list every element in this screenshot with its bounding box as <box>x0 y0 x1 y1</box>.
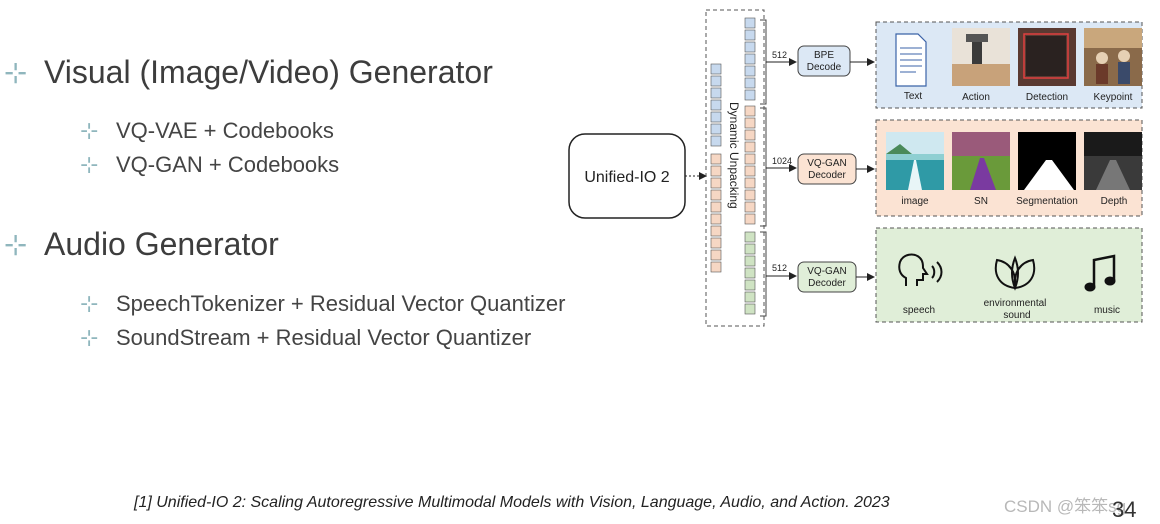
cross-bullet-icon: ⊹ <box>80 118 99 144</box>
action-thumbnail <box>952 28 1010 86</box>
svg-text:image: image <box>901 196 929 207</box>
leaf-icon <box>994 255 1036 291</box>
detection-thumbnail <box>1018 28 1076 86</box>
keypoint-thumbnail <box>1084 28 1142 86</box>
image-thumbnail <box>886 132 944 190</box>
svg-text:Decode: Decode <box>807 62 842 73</box>
unpacking-label: Dynamic Unpacking <box>727 102 741 209</box>
sub-bullet-text: VQ-VAE + Codebooks <box>116 118 334 143</box>
sub-bullet: ⊹ SpeechTokenizer + Residual Vector Quan… <box>80 291 565 317</box>
sub-bullet: ⊹ VQ-GAN + Codebooks <box>80 152 339 178</box>
token-column-right <box>744 17 756 315</box>
document-icon <box>895 33 927 87</box>
cross-bullet-icon: ⊹ <box>80 325 99 351</box>
watermark: CSDN @笨笨sg <box>1004 497 1127 516</box>
bullet-visual: ⊹ Visual (Image/Video) Generator <box>4 54 493 91</box>
segmentation-thumbnail <box>1018 132 1076 190</box>
sub-bullet-text: SpeechTokenizer + Residual Vector Quanti… <box>116 291 566 316</box>
sub-bullet-text: VQ-GAN + Codebooks <box>116 152 340 177</box>
svg-text:Depth: Depth <box>1101 196 1128 207</box>
svg-text:Text: Text <box>904 91 923 102</box>
svg-text:SN: SN <box>974 196 988 207</box>
svg-text:music: music <box>1094 305 1120 316</box>
svg-text:Decoder: Decoder <box>808 278 846 289</box>
token-column-left <box>710 63 722 273</box>
cross-bullet-icon: ⊹ <box>4 228 28 261</box>
music-icon <box>1084 254 1116 292</box>
sub-bullet-text: SoundStream + Residual Vector Quantizer <box>116 325 532 350</box>
svg-text:BPE: BPE <box>814 50 834 61</box>
bullet-visual-title: Visual (Image/Video) Generator <box>44 54 493 90</box>
depth-thumbnail <box>1084 132 1142 190</box>
dim-label: 512 <box>772 50 787 60</box>
bracket-blue <box>760 19 767 105</box>
bpe-decoder-box <box>797 45 851 77</box>
sub-bullet: ⊹ SoundStream + Residual Vector Quantize… <box>80 325 531 351</box>
svg-text:VQ-GAN: VQ-GAN <box>807 266 846 277</box>
cross-bullet-icon: ⊹ <box>4 56 28 89</box>
svg-text:Action: Action <box>962 92 990 103</box>
bullet-audio-title: Audio Generator <box>44 226 279 262</box>
unified-io-diagram: Unified-IO 2 Dynamic Unpacking <box>568 9 1143 327</box>
svg-text:speech: speech <box>903 305 935 316</box>
cross-bullet-icon: ⊹ <box>80 291 99 317</box>
bullet-audio: ⊹ Audio Generator <box>4 226 279 263</box>
dim-label: 1024 <box>772 156 792 166</box>
sub-bullet: ⊹ VQ-VAE + Codebooks <box>80 118 334 144</box>
unpacking-container <box>705 9 765 327</box>
page-number: 34 <box>1112 497 1137 522</box>
model-label: Unified-IO 2 <box>584 169 669 186</box>
speech-icon <box>898 253 943 286</box>
citation: [1] Unified-IO 2: Scaling Autoregressive… <box>134 494 890 511</box>
svg-text:Detection: Detection <box>1026 92 1068 103</box>
svg-text:VQ-GAN: VQ-GAN <box>807 158 846 169</box>
svg-text:Keypoint: Keypoint <box>1094 92 1133 103</box>
sn-thumbnail <box>952 132 1010 190</box>
dim-label: 512 <box>772 263 787 273</box>
svg-text:Decoder: Decoder <box>808 170 846 181</box>
output-panel-audio <box>875 227 1143 323</box>
svg-text:Segmentation: Segmentation <box>1016 196 1078 207</box>
bracket-green <box>760 231 767 317</box>
cross-bullet-icon: ⊹ <box>80 152 99 178</box>
bracket-orange <box>760 107 767 227</box>
